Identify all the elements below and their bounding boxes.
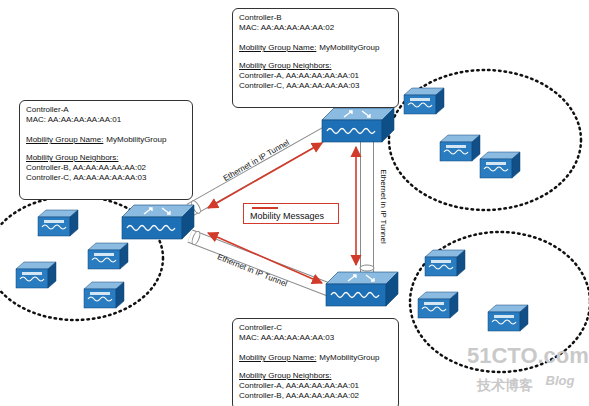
info-line: Mobility Group Neighbors: — [26, 153, 186, 163]
info-line: MAC: AA:AA:AA:AA:AA:02 — [239, 23, 392, 33]
controller-name: Controller-B — [239, 13, 392, 23]
info-line: Mobility Group Neighbors: — [239, 61, 392, 71]
watermark: Blog — [546, 373, 575, 388]
controller-name: Controller-A — [26, 105, 186, 115]
info-line: Controller-A, AA:AA:AA:AA:AA:01 — [239, 71, 392, 81]
info-line: MAC: AA:AA:AA:AA:AA:03 — [239, 333, 392, 343]
info-line: Controller-B, AA:AA:AA:AA:AA:02 — [26, 163, 186, 173]
info-line: MyMobilityGroup — [319, 43, 379, 53]
watermark: 51CTO.com — [467, 343, 589, 369]
info-line: MyMobilityGroup — [319, 353, 379, 363]
info-line: Controller-C, AA:AA:AA:AA:AA:03 — [239, 81, 392, 91]
legend-text: Mobility Messages — [250, 211, 324, 221]
controller-name: Controller-C — [239, 323, 392, 333]
legend-box: Mobility Messages — [243, 203, 339, 224]
info-line: Mobility Group Name: — [239, 43, 316, 53]
watermark: 技术博客 — [477, 377, 533, 395]
controller-info-box: Controller-AMAC: AA:AA:AA:AA:AA:01Mobili… — [19, 100, 193, 200]
info-line: MyMobilityGroup — [106, 135, 166, 145]
info-line: Controller-C, AA:AA:AA:AA:AA:03 — [26, 173, 186, 183]
controller-info-box: Controller-BMAC: AA:AA:AA:AA:AA:02Mobili… — [232, 8, 399, 108]
info-line: MAC: AA:AA:AA:AA:AA:01 — [26, 115, 186, 125]
legend-line-sample — [252, 207, 278, 209]
controller-info-box: Controller-CMAC: AA:AA:AA:AA:AA:03Mobili… — [232, 318, 399, 406]
info-line: Controller-B, AA:AA:AA:AA:AA:02 — [239, 391, 392, 401]
tunnel-label: Ethernet in IP Tunnel — [378, 169, 387, 244]
info-line: Mobility Group Neighbors: — [239, 371, 392, 381]
info-line: Controller-A, AA:AA:AA:AA:AA:01 — [239, 381, 392, 391]
info-line: Mobility Group Name: — [26, 135, 103, 145]
info-line: Mobility Group Name: — [239, 353, 316, 363]
